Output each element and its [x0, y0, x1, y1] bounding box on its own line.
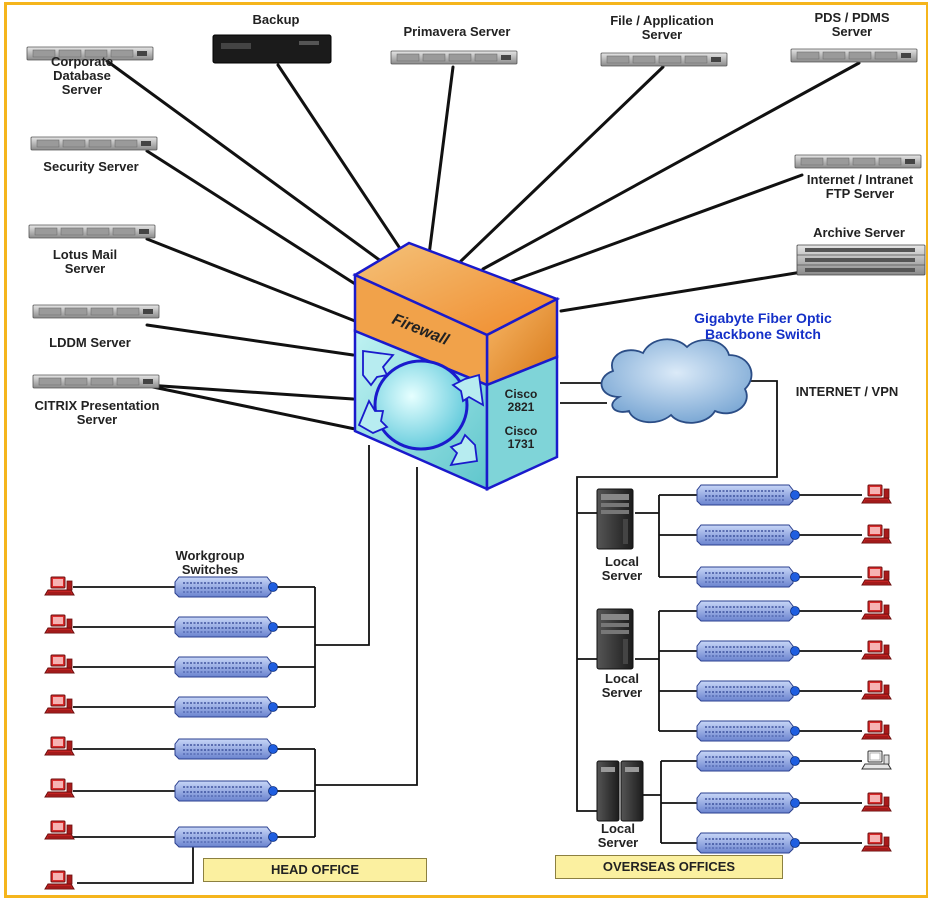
branch-switch-icon [696, 720, 801, 742]
internet-ftp-server-icon [794, 154, 922, 169]
backup-server-icon [212, 34, 332, 64]
router-cisco-1731-label: Cisco 1731 [504, 424, 538, 451]
network-diagram-canvas: Firewall [26, 34, 926, 890]
workgroup-switch-icon [174, 738, 279, 760]
workstation-icon [861, 600, 892, 620]
workstation-icon [44, 736, 75, 756]
workstation-icon [861, 640, 892, 660]
local-server-icon [596, 760, 644, 822]
branch-switch-icon [696, 792, 801, 814]
workstation-icon [861, 484, 892, 504]
backup-label: Backup [252, 12, 300, 27]
workstation-icon [44, 694, 75, 714]
workstation-icon [861, 720, 892, 740]
workstation-icon [44, 614, 75, 634]
workstation-icon [861, 566, 892, 586]
local-server-icon [596, 488, 634, 550]
lddm-server-label: LDDM Server [49, 335, 131, 350]
internet-ftp-server-label: Internet / Intranet FTP Server [806, 172, 914, 201]
workstation-icon [44, 820, 75, 840]
workgroup-switch-icon [174, 696, 279, 718]
citrix-server-label: CITRIX Presentation Server [34, 398, 160, 427]
lddm-server-icon [32, 304, 160, 319]
local-server-label: Local Server [601, 554, 643, 583]
workstation-icon [861, 750, 892, 770]
workstation-icon [44, 778, 75, 798]
workgroup-switch-icon [174, 780, 279, 802]
pds-pdms-server-label: PDS / PDMS Server [814, 10, 890, 39]
workgroup-switch-icon [174, 656, 279, 678]
branch-switch-icon [696, 640, 801, 662]
firewall-icon: Firewall [352, 241, 561, 491]
lan-lines [73, 380, 862, 884]
pds-pdms-server-icon [790, 48, 918, 63]
workgroup-switch-icon [174, 616, 279, 638]
internet-cloud-icon [600, 338, 753, 424]
branch-switch-icon [696, 566, 801, 588]
backbone-switch-label: Gigabyte Fiber Optic Backbone Switch [694, 310, 832, 342]
workstation-icon [861, 832, 892, 852]
citrix-server-icon [32, 374, 160, 389]
local-server-label: Local Server [601, 671, 643, 700]
branch-switch-icon [696, 750, 801, 772]
workgroup-switch-icon [174, 576, 279, 598]
branch-switch-icon [696, 832, 801, 854]
file-application-server-icon [600, 52, 728, 67]
security-server-icon [30, 136, 158, 151]
branch-switch-icon [696, 600, 801, 622]
workgroup-switches-label: Workgroup Switches [175, 548, 245, 577]
local-server-icon [596, 608, 634, 670]
file-application-server-label: File / Application Server [610, 13, 714, 42]
workstation-icon [861, 680, 892, 700]
workstation-icon [861, 524, 892, 544]
internet-vpn-label: INTERNET / VPN [795, 384, 899, 399]
branch-switch-icon [696, 484, 801, 506]
archive-server-label: Archive Server [813, 225, 905, 240]
network-diagram: Firewall Backup Primavera [4, 2, 928, 898]
branch-switch-icon [696, 680, 801, 702]
branch-switch-icon [696, 524, 801, 546]
router-cisco-2821-label: Cisco 2821 [504, 387, 538, 414]
local-server-label: Local Server [597, 821, 639, 850]
workstation-icon [861, 792, 892, 812]
primavera-server-icon [390, 50, 518, 65]
lotus-mail-server-label: Lotus Mail Server [52, 247, 118, 276]
head-office-label: HEAD OFFICE [203, 858, 427, 882]
lotus-mail-server-icon [28, 224, 156, 239]
database-server-label: Corporate Database Server [50, 54, 114, 97]
workgroup-switch-icon [174, 826, 279, 848]
workstation-icon [44, 576, 75, 596]
workstation-icon [44, 654, 75, 674]
security-server-label: Security Server [43, 159, 139, 174]
overseas-offices-label: OVERSEAS OFFICES [555, 855, 783, 879]
connection-lines [105, 59, 861, 431]
archive-server-icon [796, 244, 926, 276]
workstation-icon [44, 870, 75, 890]
primavera-server-label: Primavera Server [403, 24, 511, 39]
